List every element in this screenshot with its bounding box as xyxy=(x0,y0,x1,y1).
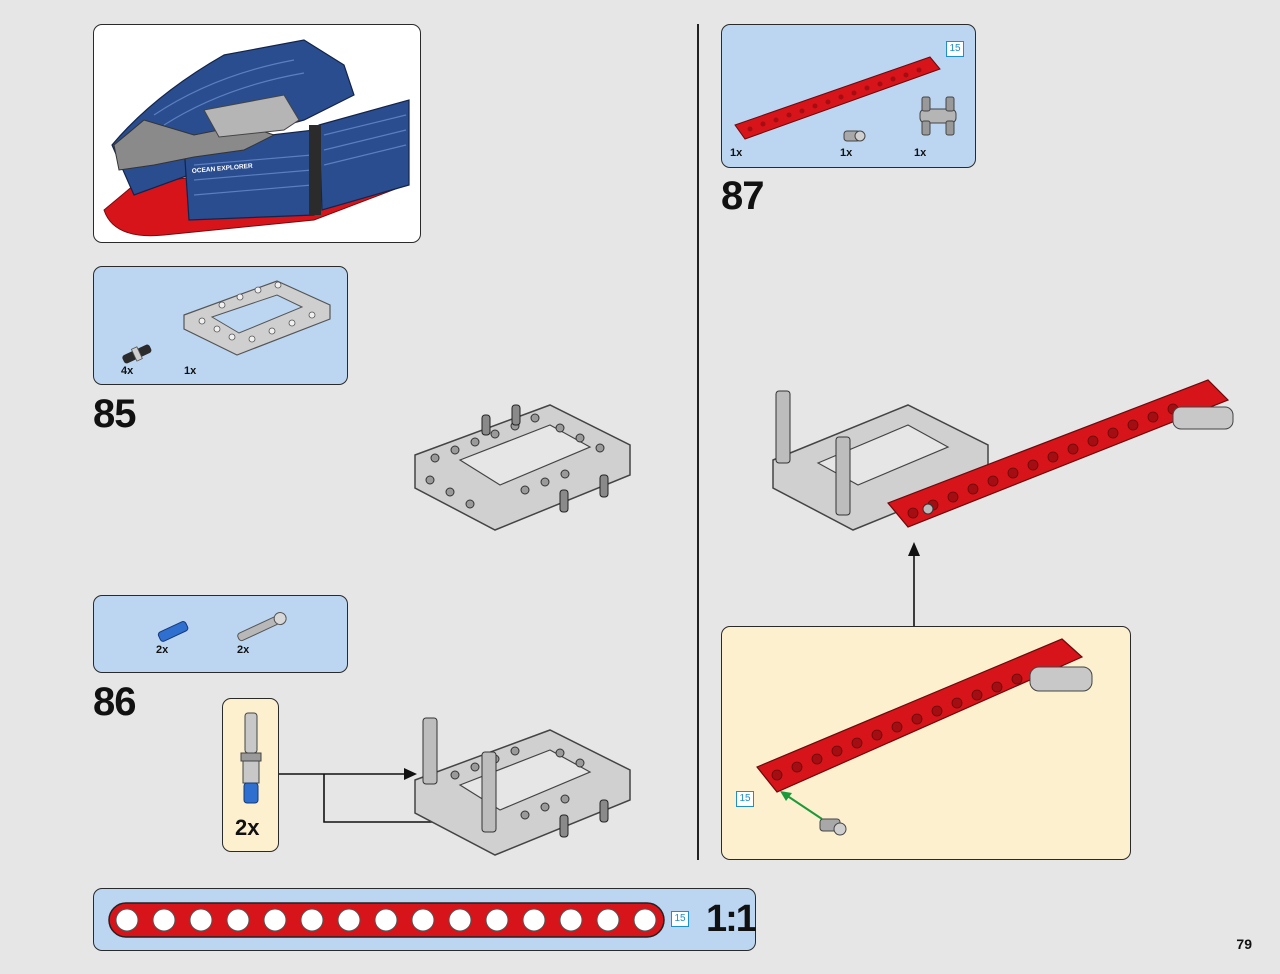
pin-with-bushing-icon xyxy=(122,344,152,364)
scale-bar-panel: 15 1:1 xyxy=(93,888,757,951)
part-qty: 2x xyxy=(156,644,169,656)
subassembly-qty: 2x xyxy=(235,815,260,840)
step87-assembly-image xyxy=(772,379,1234,531)
double-pin-connector-icon xyxy=(919,96,957,136)
step85-parts-panel: 4x 1x xyxy=(93,266,348,385)
beam-15-actual-size xyxy=(108,902,665,938)
part-qty: 1x xyxy=(914,147,927,159)
step86-subassembly-callout: 2x xyxy=(222,698,279,852)
scale-label: 1:1 xyxy=(706,898,757,940)
part-qty: 1x xyxy=(184,365,197,377)
part-qty: 2x xyxy=(237,644,250,656)
step87-up-arrow xyxy=(908,542,920,628)
scale-length-badge: 15 xyxy=(671,911,689,927)
pin-with-axle-assembly-icon xyxy=(240,712,262,804)
frame-5x7-icon xyxy=(183,280,331,356)
step87-callout: 15 xyxy=(721,626,1131,860)
beam-with-connector-image xyxy=(756,638,1093,836)
callout-length-badge: 15 xyxy=(736,791,754,807)
grey-axle-connector-icon xyxy=(237,612,287,642)
part-qty: 4x xyxy=(121,365,134,377)
model-preview-panel: OCEAN EXPLORER xyxy=(93,24,421,243)
page-number: 79 xyxy=(1236,936,1252,952)
step86-parts-panel: 2x 2x xyxy=(93,595,348,673)
beam-length-badge: 15 xyxy=(946,41,964,57)
step85-assembly-image xyxy=(414,404,631,531)
part-qty: 1x xyxy=(840,147,853,159)
red-beam-15-icon xyxy=(734,56,941,140)
column-divider xyxy=(697,24,699,860)
step87-parts-panel: 15 1x 1x 1x xyxy=(721,24,976,168)
step86-assembly-image xyxy=(414,717,631,856)
grey-half-pin-icon xyxy=(843,130,866,142)
ocean-explorer-model-image: OCEAN EXPLORER xyxy=(103,39,410,237)
step86-number: 86 xyxy=(93,680,136,724)
part-qty: 1x xyxy=(730,147,743,159)
step87-number: 87 xyxy=(721,174,764,218)
step85-number: 85 xyxy=(93,392,136,436)
blue-axle-pin-icon xyxy=(157,621,189,642)
